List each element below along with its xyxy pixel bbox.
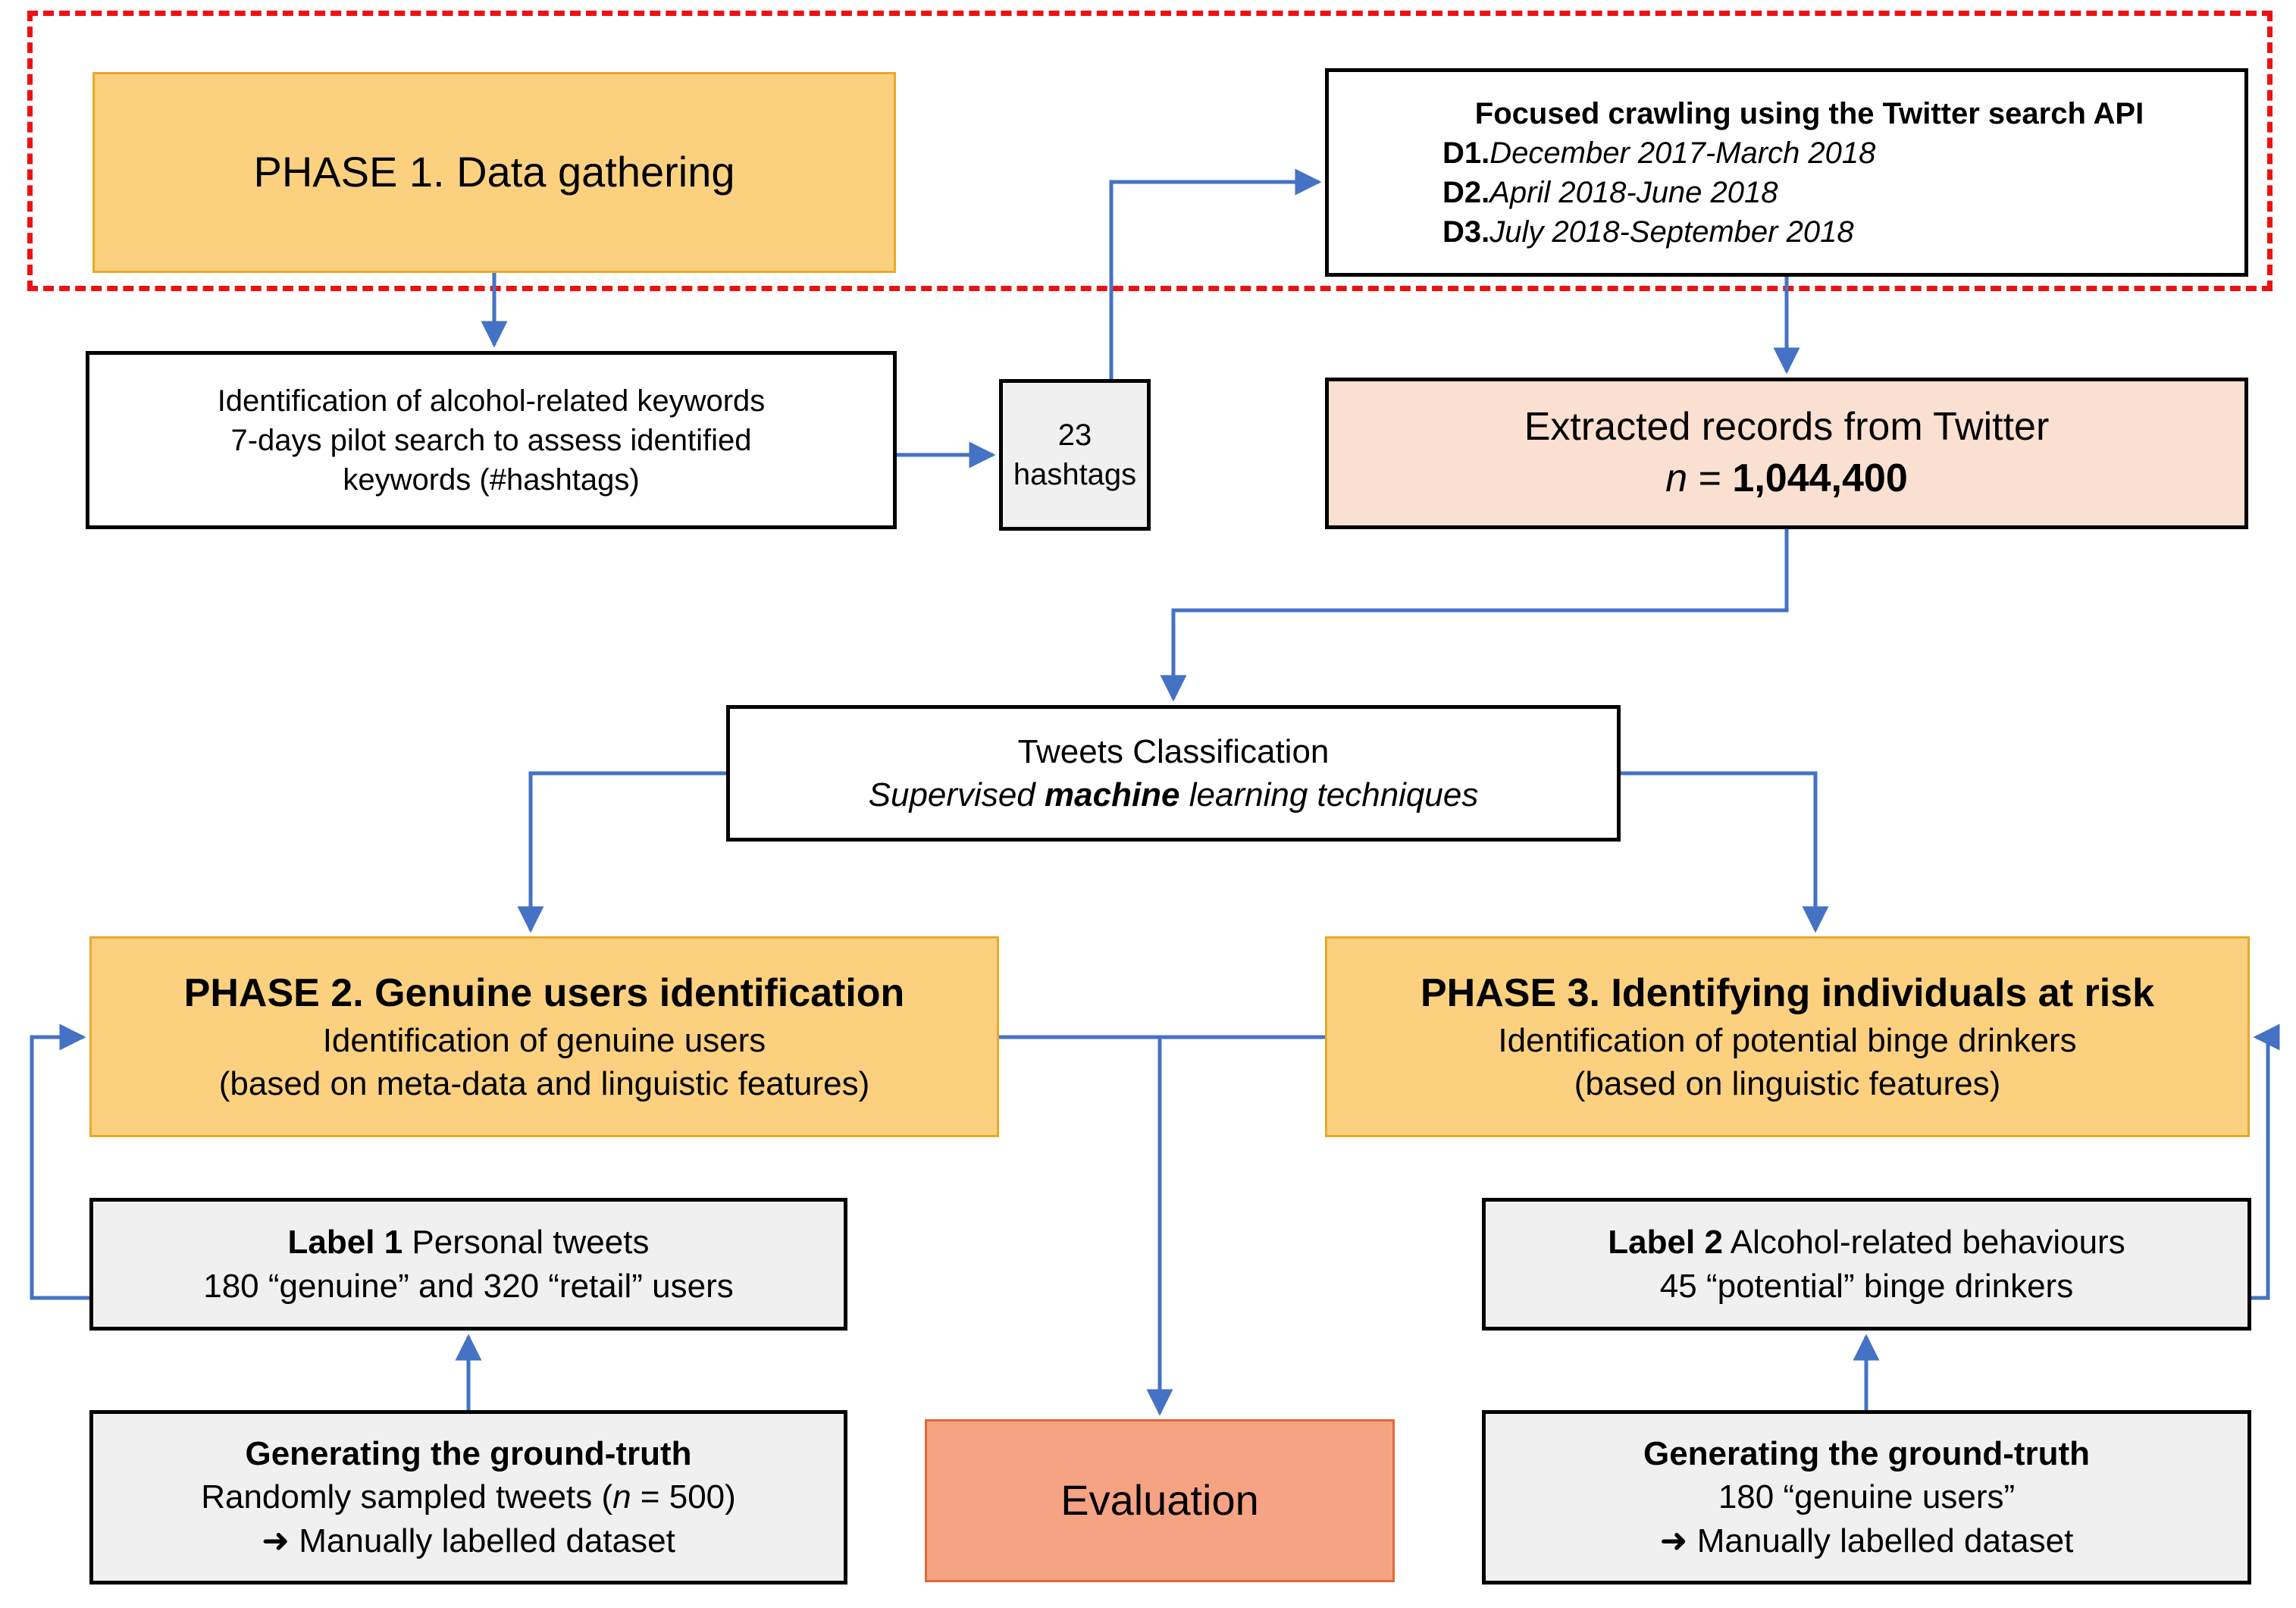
classification-subtitle-bold: machine	[1045, 776, 1180, 813]
n-symbol: n	[1665, 456, 1688, 500]
focused-crawling-box: Focused crawling using the Twitter searc…	[1325, 68, 2248, 277]
phase-3-line-3: (based on linguistic features)	[1574, 1065, 2001, 1103]
phase-3-title: PHASE 3. Identifying individuals at risk	[1421, 970, 2154, 1015]
phase-2-box: PHASE 2. Genuine users identification Id…	[89, 936, 999, 1137]
crawling-dataset-3-range: July 2018-September 2018	[1489, 215, 1854, 249]
label-1-counts: 180 “genuine” and 320 “retail” users	[203, 1267, 734, 1305]
phase-3-box: PHASE 3. Identifying individuals at risk…	[1325, 936, 2250, 1137]
ground-truth-right-result: ➜ Manually labelled dataset	[1486, 1519, 2247, 1563]
ground-truth-left-n-symbol: n	[612, 1478, 631, 1516]
label-2-tag-rest: Alcohol-related behaviours	[1722, 1224, 2125, 1262]
label-2-tag: Label 2	[1608, 1224, 1723, 1262]
ground-truth-right-box: Generating the ground-truth 180 “genuine…	[1482, 1410, 2251, 1584]
label-1-box: Label 1 Personal tweets 180 “genuine” an…	[89, 1198, 847, 1331]
label-2-heading: Label 2 Alcohol-related behaviours	[1486, 1221, 2247, 1264]
arrow-extracted-to-classification	[1160, 529, 1789, 702]
ground-truth-right-sample: 180 “genuine users”	[1718, 1478, 2016, 1516]
ground-truth-left-box: Generating the ground-truth Randomly sam…	[89, 1410, 847, 1584]
phase-1-title: PHASE 1. Data gathering	[253, 148, 735, 196]
classification-subtitle-pre: Supervised	[868, 776, 1045, 813]
crawling-dataset-2: D2.April 2018-June 2018	[1374, 173, 2296, 212]
extracted-records-label: Extracted records from Twitter	[1524, 405, 2050, 450]
crawling-dataset-1-range: December 2017-March 2018	[1489, 136, 1876, 170]
keywords-line-2: 7-days pilot search to assess identified	[230, 423, 752, 457]
label-1-tag-rest: Personal tweets	[403, 1224, 650, 1262]
ground-truth-left-heading: Generating the ground-truth	[245, 1435, 692, 1473]
ground-truth-left-sample-post: = 500)	[631, 1478, 736, 1516]
evaluation-title: Evaluation	[1060, 1476, 1259, 1525]
keywords-line-3: keywords (#hashtags)	[343, 462, 640, 497]
right-arrow-icon: ➜	[262, 1521, 290, 1560]
classification-subtitle: Supervised machine learning techniques	[730, 773, 1617, 817]
n-equals: =	[1687, 456, 1733, 500]
phase-2-line-3: (based on meta-data and linguistic featu…	[218, 1065, 870, 1103]
ground-truth-left-sample-pre: Randomly sampled tweets (	[201, 1478, 613, 1516]
label-2-counts: 45 “potential” binge drinkers	[1659, 1267, 2074, 1305]
arrow-classification-to-phase3	[1621, 771, 1829, 933]
ground-truth-left-sample: Randomly sampled tweets (n = 500)	[93, 1475, 844, 1519]
arrow-label1-to-phase2-loop	[30, 1023, 89, 1300]
crawling-dataset-2-id: D2.	[1442, 175, 1490, 209]
crawling-dataset-3: D3.July 2018-September 2018	[1374, 212, 2296, 252]
crawling-dataset-1: D1.December 2017-March 2018	[1374, 133, 2296, 173]
extracted-records-box: Extracted records from Twitter n = 1,044…	[1325, 378, 2248, 529]
extracted-records-count: n = 1,044,400	[1329, 453, 2244, 505]
phase-2-line-2: Identification of genuine users	[322, 1022, 766, 1060]
crawling-dataset-3-id: D3.	[1442, 215, 1490, 249]
arrow-classification-to-phase2	[517, 771, 726, 933]
n-value: 1,044,400	[1732, 456, 1908, 500]
label-1-tag: Label 1	[287, 1224, 403, 1262]
arrow-label2-to-phase3-loop	[2251, 1023, 2280, 1300]
crawling-dataset-2-range: April 2018-June 2018	[1489, 175, 1778, 209]
phase-1-title-box: PHASE 1. Data gathering	[92, 72, 896, 273]
ground-truth-left-result: ➜ Manually labelled dataset	[93, 1519, 844, 1563]
crawling-dataset-1-id: D1.	[1442, 136, 1490, 170]
ground-truth-left-result-text: Manually labelled dataset	[290, 1522, 675, 1559]
phase-2-title: PHASE 2. Genuine users identification	[183, 970, 905, 1015]
classification-title: Tweets Classification	[1017, 732, 1330, 770]
hashtags-count-box: 23 hashtags	[999, 379, 1151, 531]
hashtags-label: hashtags	[1013, 458, 1137, 491]
ground-truth-right-heading: Generating the ground-truth	[1643, 1435, 2091, 1473]
label-1-heading: Label 1 Personal tweets	[93, 1221, 844, 1264]
phase-3-line-2: Identification of potential binge drinke…	[1498, 1022, 2077, 1060]
tweets-classification-box: Tweets Classification Supervised machine…	[726, 705, 1621, 842]
right-arrow-icon: ➜	[1659, 1521, 1688, 1560]
classification-subtitle-post: learning techniques	[1179, 776, 1479, 813]
hashtags-count: 23	[1057, 418, 1092, 452]
keywords-identification-box: Identification of alcohol-related keywor…	[86, 351, 897, 529]
crawling-heading: Focused crawling using the Twitter searc…	[1474, 96, 2144, 130]
keywords-line-1: Identification of alcohol-related keywor…	[217, 384, 766, 418]
label-2-box: Label 2 Alcohol-related behaviours 45 “p…	[1482, 1198, 2251, 1331]
ground-truth-right-result-text: Manually labelled dataset	[1687, 1522, 2074, 1559]
evaluation-box: Evaluation	[925, 1419, 1395, 1582]
